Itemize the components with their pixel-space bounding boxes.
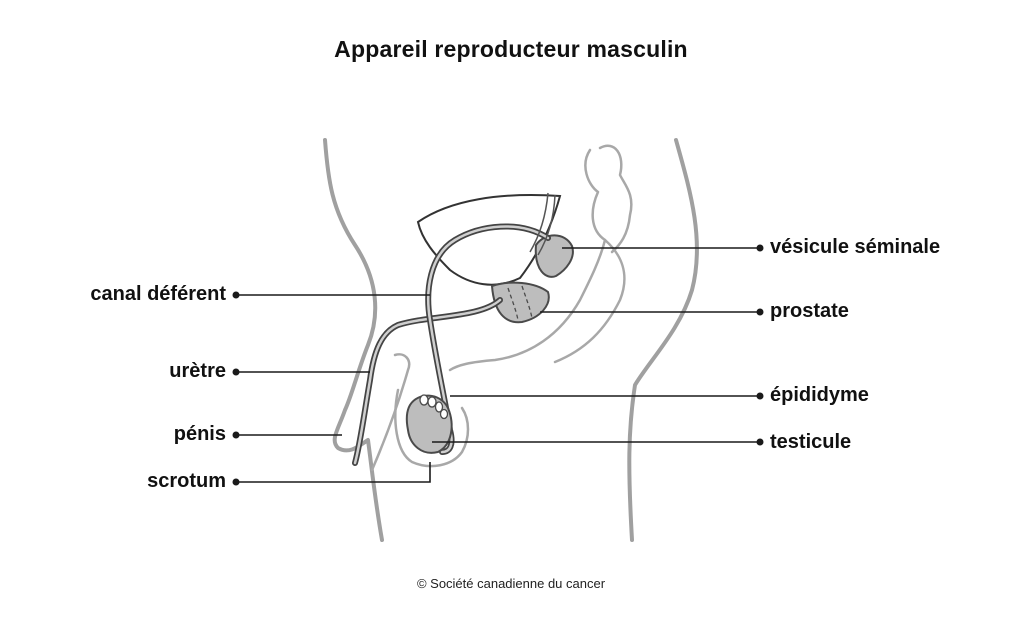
prostate-duct-1: [507, 287, 519, 321]
abdomen-outline: [323, 138, 384, 542]
label-testicule: testicule: [770, 431, 852, 453]
label-epididyme: épididyme: [770, 384, 869, 406]
dot-testicule: [756, 438, 764, 446]
label-prostate: prostate: [770, 300, 849, 322]
back-outline: [627, 138, 699, 542]
dot-canal-deferent: [232, 291, 240, 299]
dot-prostate: [756, 308, 764, 316]
label-canal-deferent: canal déférent: [90, 283, 226, 305]
dot-scrotum: [232, 478, 240, 486]
leader-scrotum: [238, 462, 431, 483]
label-vesicule-seminale: vésicule séminale: [770, 236, 941, 258]
dot-uretre: [232, 368, 240, 376]
epididymis: [419, 394, 449, 420]
dot-epididyme: [756, 392, 764, 400]
bladder: [416, 194, 562, 286]
spine-outline: [448, 148, 607, 372]
copyright-credit: © Société canadienne du cancer: [416, 576, 606, 591]
coccyx-outline: [598, 144, 633, 254]
ureter: [529, 192, 549, 253]
label-penis: pénis: [173, 423, 226, 445]
prostate-duct-2: [521, 285, 533, 319]
dot-vesicule-seminale: [756, 244, 764, 252]
rectum-outline: [553, 238, 626, 364]
diagram-title: Appareil reproducteur masculin: [334, 36, 688, 62]
scrotum-outline: [394, 388, 470, 468]
label-uretre: urètre: [169, 360, 226, 382]
label-scrotum: scrotum: [147, 470, 226, 492]
penis-outline: [370, 353, 411, 472]
seminal-vesicle: [534, 234, 574, 278]
dot-penis: [232, 431, 240, 439]
prostate: [490, 281, 550, 324]
